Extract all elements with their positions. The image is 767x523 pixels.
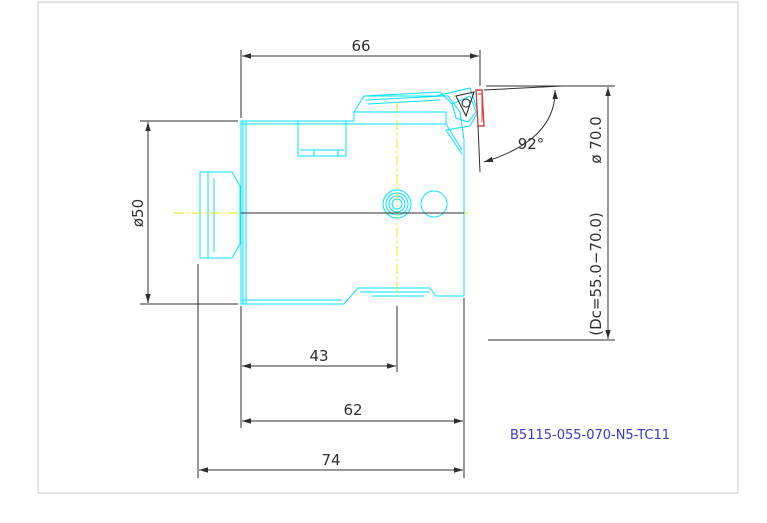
dim-cutting-diameter-label: ø 70.0 <box>587 116 605 163</box>
angle-92-label: 92° <box>518 135 545 153</box>
dim-74-label: 74 <box>321 451 340 469</box>
shank-stub <box>199 171 241 259</box>
part-number-label: B5115-055-070-N5-TC11 <box>510 428 670 443</box>
page-border <box>37 1 739 494</box>
insert-triangle <box>455 91 475 118</box>
tool-body <box>199 87 479 305</box>
cutting-insert <box>475 89 485 127</box>
main-body <box>240 95 465 305</box>
dim-43-label: 43 <box>309 347 328 365</box>
dim-62-label: 62 <box>343 401 362 419</box>
dim-shank-diameter-label: ø50 <box>129 199 147 227</box>
centerlines <box>174 102 468 298</box>
dimension-lines <box>140 50 615 478</box>
dim-diameter-range-label: (Dc=55.0−70.0) <box>587 212 605 335</box>
dim-66-label: 66 <box>351 37 370 55</box>
